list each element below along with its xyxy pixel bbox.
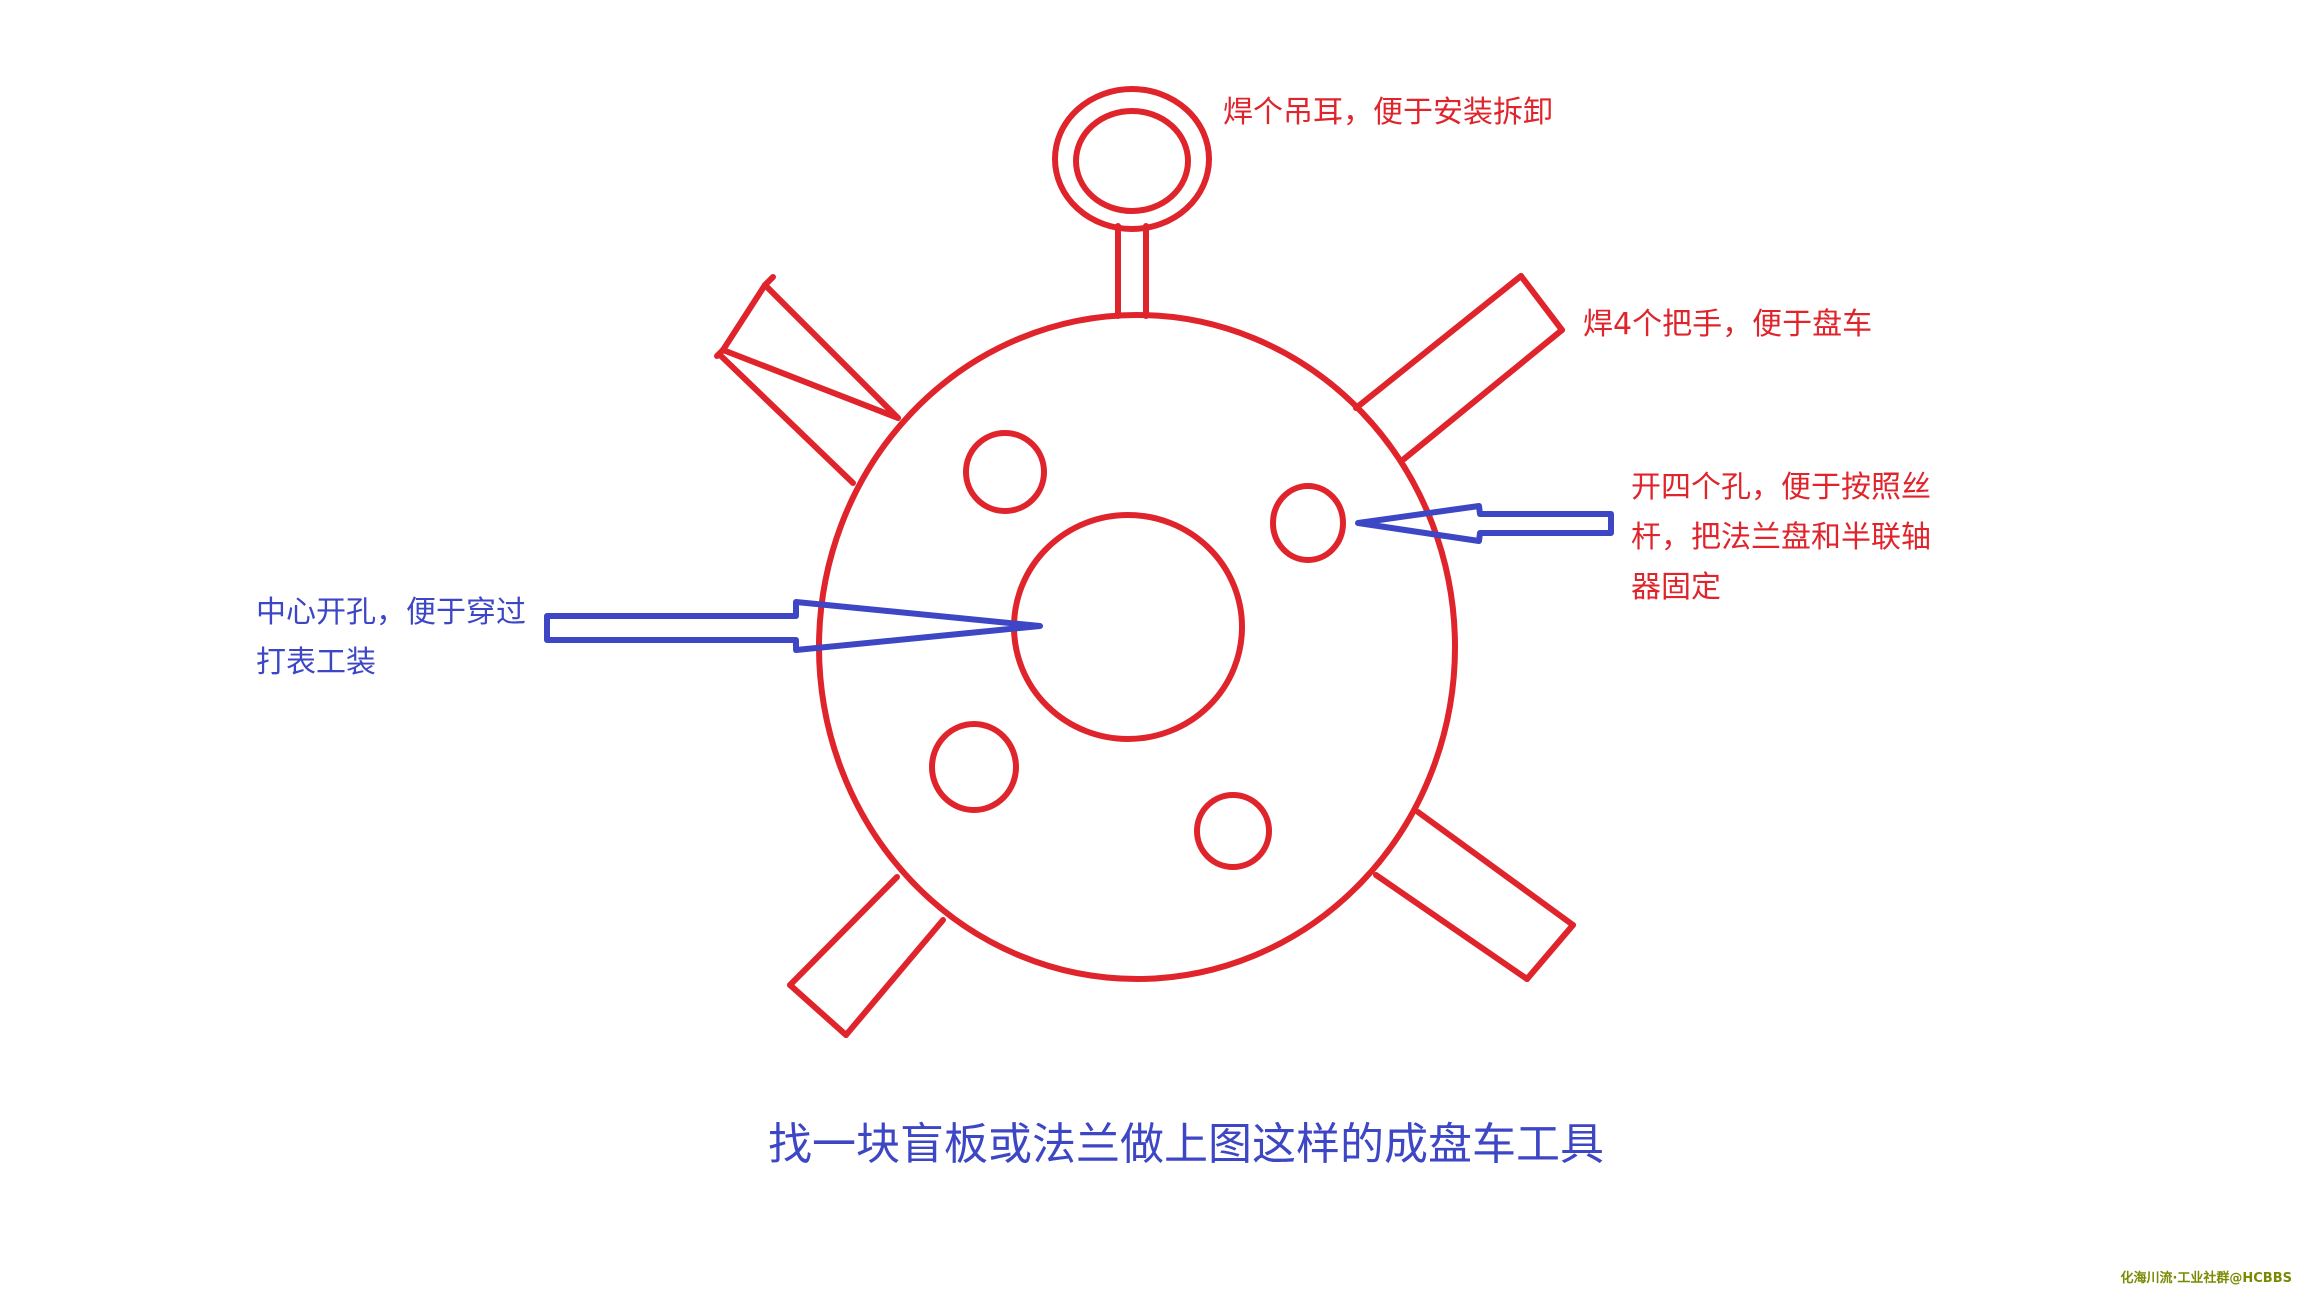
arrow-to-center-hole (544, 599, 1043, 653)
bolt-holes-annotation-line1: 开四个孔，便于按照丝 (1631, 470, 1931, 505)
center-hole-annotation-line1: 中心开孔，便于穿过 (256, 595, 526, 630)
center-hole-annotation-line2: 打表工装 (256, 645, 376, 680)
bolt-hole-upper-right (1270, 483, 1346, 563)
handles-annotation: 焊4个把手，便于盘车 (1583, 307, 1873, 342)
handle-lower-right (1373, 809, 1576, 982)
bolt-hole-lower-left (929, 721, 1019, 813)
center-hole (1011, 512, 1245, 742)
bolt-holes-annotation-line3: 器固定 (1631, 570, 1721, 605)
diagram-caption: 找一块盲板或法兰做上图这样的成盘车工具 (768, 1119, 1604, 1170)
lifting-eye (1052, 86, 1212, 319)
handle-lower-left (787, 874, 946, 1038)
bolt-hole-lower-right (1194, 792, 1272, 870)
handle-upper-left (714, 274, 901, 486)
handle-upper-right (1353, 273, 1565, 462)
bolt-hole-upper-left (963, 430, 1047, 514)
watermark: 化海川流·工业社群@HCBBS (2120, 1271, 2292, 1286)
arrow-to-bolt-hole (1355, 503, 1614, 544)
lifting-eye-annotation: 焊个吊耳，便于安装拆卸 (1223, 95, 1553, 130)
bolt-holes-annotation-line2: 杆，把法兰盘和半联轴 (1631, 520, 1931, 555)
flange-disc (816, 312, 1458, 982)
